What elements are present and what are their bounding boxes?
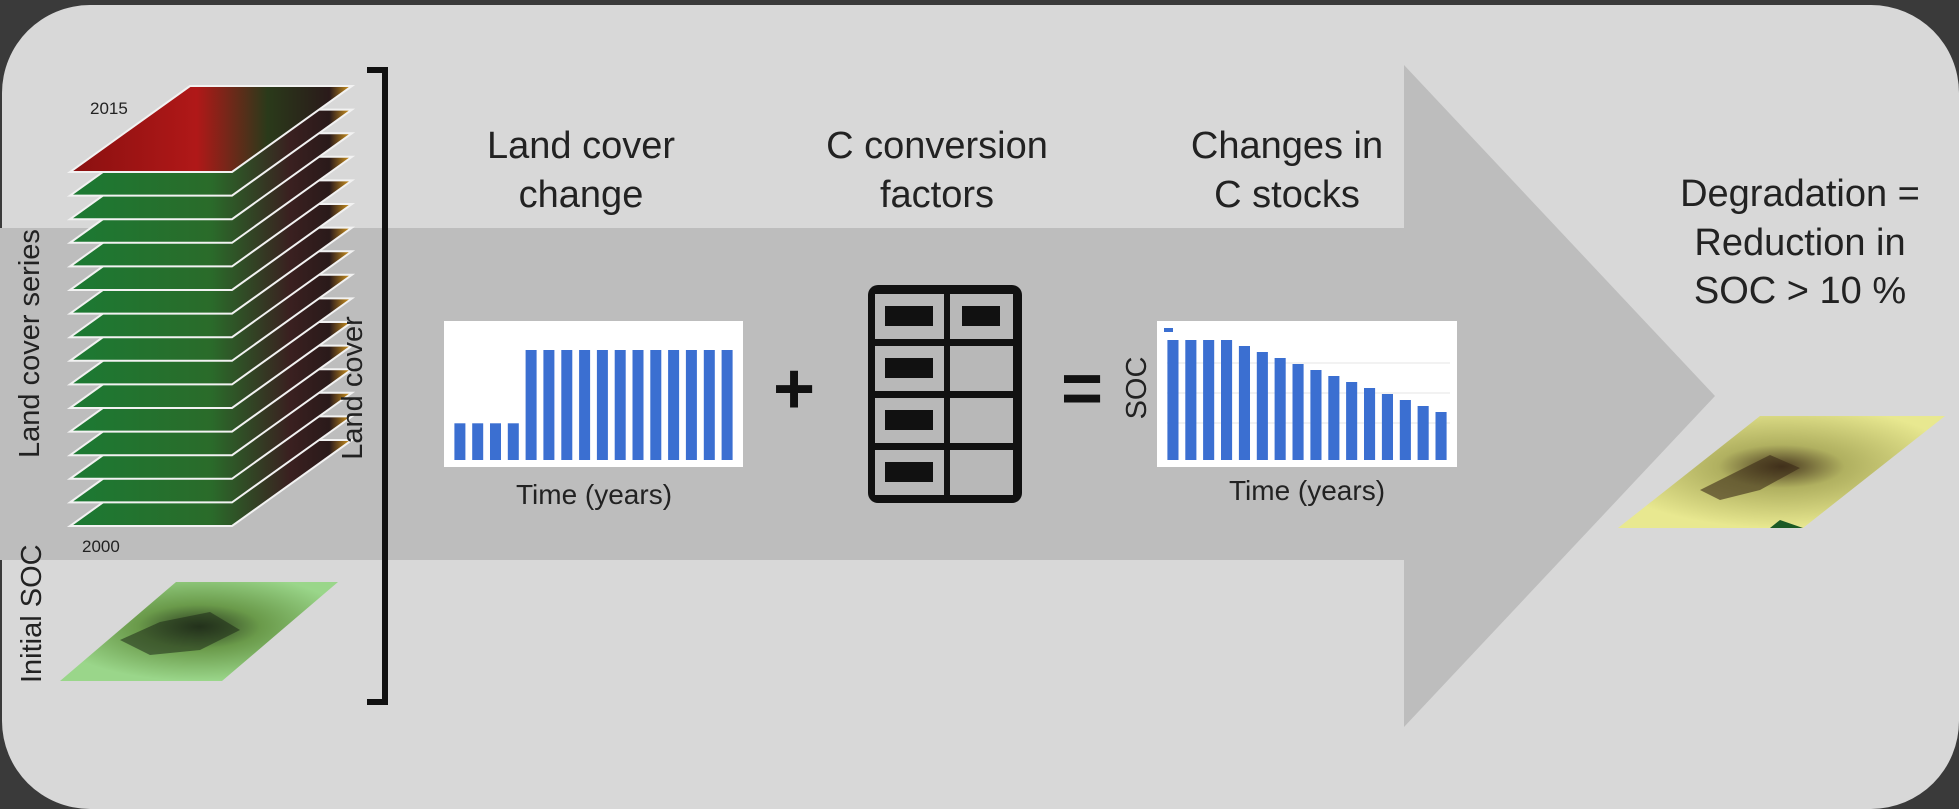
flow-arrow-head	[1404, 65, 1715, 727]
land-cover-layer-16	[66, 85, 356, 173]
chart2-bars-bar-11	[1346, 382, 1358, 460]
soc-chart-bars	[1167, 340, 1447, 460]
conversion-table-icon	[868, 285, 1022, 503]
land-cover-chart-frame	[444, 321, 743, 467]
chart2-bars-bar-13	[1381, 394, 1393, 460]
chart2-bars-bar-16	[1435, 412, 1447, 460]
chart2-bars-bar-1	[1167, 340, 1179, 460]
land-cover-stack	[66, 85, 356, 527]
initial-soc-map-texture	[120, 612, 240, 655]
chart1-bars-bar-7	[561, 350, 573, 460]
chart1-bars-bar-11	[632, 350, 644, 460]
soc-chart-xlabel: Time (years)	[1228, 475, 1386, 506]
chart2-bars-bar-9	[1310, 370, 1322, 460]
year-bottom-label: 2000	[82, 537, 120, 556]
equals-operator: =	[1061, 349, 1104, 429]
chart1-bars-bar-3	[490, 423, 501, 460]
soc-chart-legend-swatch	[1164, 328, 1173, 332]
stack-bracket	[367, 67, 388, 705]
land-cover-chart-ylabel: Land cover	[337, 316, 369, 460]
chart1-bars-bar-9	[596, 350, 608, 460]
chart2-bars-bar-2	[1185, 340, 1197, 460]
chart1-bars-bar-4	[507, 423, 519, 460]
chart1-bars-bar-5	[525, 350, 537, 460]
result-map-texture	[1700, 455, 1800, 500]
chart1-bars-bar-10	[614, 350, 626, 460]
chart1-bars-bar-15	[703, 350, 715, 460]
chart1-bars-bar-2	[472, 423, 484, 460]
soc-chart-frame	[1157, 321, 1457, 467]
chart2-bars-bar-3	[1203, 340, 1215, 460]
chart2-bars-bar-8	[1292, 364, 1304, 460]
chart1-bars-bar-14	[685, 350, 697, 460]
land-cover-series-label: Land cover series	[14, 229, 46, 458]
land-cover-chart-bars	[454, 350, 733, 460]
chart2-bars-bar-5	[1238, 346, 1250, 460]
chart2-bars-bar-12	[1364, 388, 1376, 460]
plus-operator: +	[773, 349, 816, 429]
soc-chart-ylabel: SOC	[1121, 356, 1153, 420]
chart1-bars-bar-6	[543, 350, 555, 460]
chart1-bars-bar-12	[650, 350, 662, 460]
year-top-label: 2015	[90, 99, 128, 118]
land-cover-chart-xlabel: Time (years)	[515, 479, 673, 510]
chart2-bars-bar-15	[1417, 406, 1429, 460]
chart2-bars-bar-6	[1256, 352, 1268, 460]
chart2-bars-bar-7	[1274, 358, 1286, 460]
chart2-bars-bar-4	[1221, 340, 1233, 460]
chart1-bars-bar-16	[721, 350, 733, 460]
chart1-bars-bar-13	[668, 350, 680, 460]
chart2-bars-bar-14	[1399, 400, 1411, 460]
initial-soc-label: Initial SOC	[16, 544, 48, 683]
chart1-bars-bar-8	[579, 350, 591, 460]
result-map-corner	[1770, 520, 1803, 528]
chart1-bars-bar-1	[454, 423, 466, 460]
chart2-bars-bar-10	[1328, 376, 1340, 460]
